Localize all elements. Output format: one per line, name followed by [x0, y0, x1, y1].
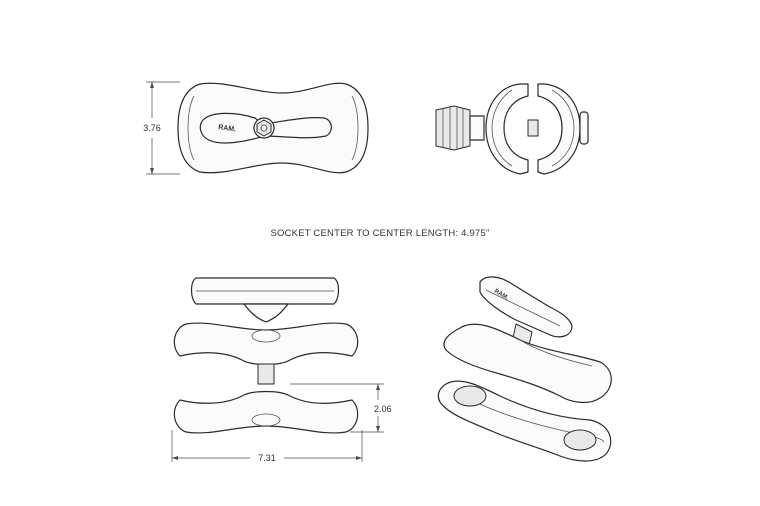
- right-clamp-side: [537, 83, 581, 175]
- left-clamp-side: [485, 83, 529, 175]
- height-dimension: 3.76: [143, 81, 180, 175]
- width-dimension: 7.31: [171, 430, 363, 463]
- hex-nut: [253, 117, 275, 139]
- side-view: [435, 83, 589, 175]
- spec-note: SOCKET CENTER TO CENTER LENGTH: 4.975": [270, 228, 490, 239]
- lower-arm-half: [173, 390, 359, 434]
- upper-arm-half: [173, 322, 359, 366]
- gap-dimension-label: 2.06: [374, 404, 392, 414]
- ram-logo: RAM.: [218, 124, 237, 133]
- upper-clamp-iso: [443, 323, 612, 404]
- width-dimension-label: 7.31: [258, 453, 276, 463]
- isometric-view: RAM.: [437, 276, 612, 462]
- top-view: 2.06 7.31: [171, 277, 392, 463]
- height-dimension-label: 3.76: [143, 123, 161, 133]
- front-view: 3.76 RAM.: [143, 81, 369, 175]
- gap-dimension: 2.06: [290, 383, 392, 433]
- t-handle-iso: [479, 276, 573, 338]
- knob-side: [435, 105, 471, 151]
